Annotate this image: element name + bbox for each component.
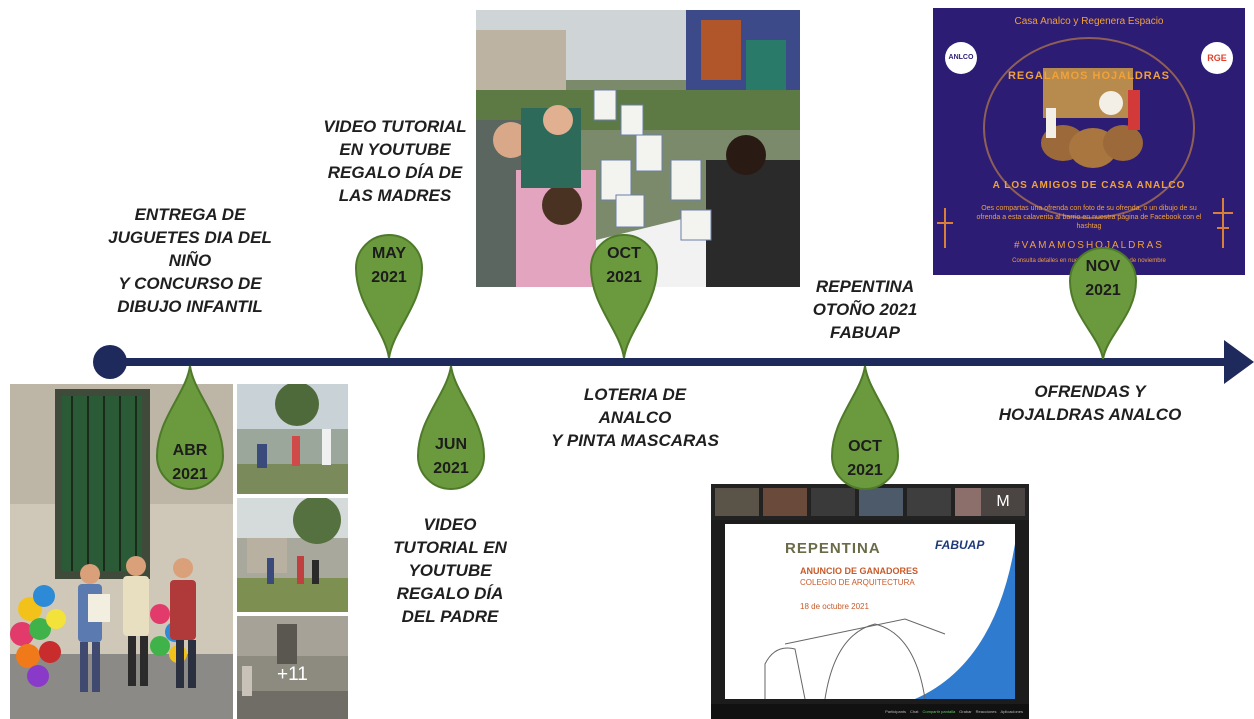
event-text-oct1: LOTERIA DE ANALCO Y PINTA MASCARAS (551, 385, 719, 450)
photo-children-thumb-3[interactable]: +11 (237, 616, 348, 719)
more-photos-count: +11 (277, 664, 308, 685)
zoom-share-button[interactable]: Compartir pantalla (922, 709, 956, 714)
poster-hashtag: #VAMAMOSHOJALDRAS (1014, 240, 1164, 251)
zoom-shared-slide: REPENTINA FABUAP ANUNCIO DE GANADORES CO… (725, 524, 1015, 699)
pin-oct2-month: OCT (848, 438, 882, 455)
poster-title-line1: REGALAMOS HOJALDRAS (1007, 70, 1170, 82)
poster-top-line: Casa Analco y Regenera Espacio (1014, 16, 1164, 27)
event-text-jun: VIDEO TUTORIAL EN YOUTUBE REGALO DÍA DEL… (393, 515, 507, 626)
poster-title-line2: A LOS AMIGOS DE CASA ANALCO (992, 180, 1186, 191)
pin-jun: JUN 2021 (416, 364, 486, 494)
poster-ofrenda-graphic (937, 37, 1233, 248)
pin-nov: NOV 2021 (1068, 243, 1138, 361)
event-text-oct2: REPENTINA OTOÑO 2021 FABUAP (812, 277, 918, 342)
zoom-slide-brand: FABUAP (935, 538, 985, 552)
zoom-slide-title: REPENTINA (785, 540, 881, 557)
zoom-chat-button[interactable]: Chat (910, 709, 919, 714)
pin-may-year: 2021 (371, 269, 407, 286)
poster-logo-left: ANLCO (945, 42, 977, 74)
poster-body: Oes compartas una ofrenda con foto de su… (976, 205, 1202, 230)
zoom-slide-line2: COLEGIO DE ARQUITECTURA (800, 578, 915, 587)
photo-children-thumb-1 (237, 384, 348, 494)
pin-abr: ABR 2021 (155, 364, 225, 494)
zoom-participants-button[interactable]: Participants (885, 709, 907, 714)
zoom-slide-date: 18 de octubre 2021 (800, 602, 869, 611)
pin-oct1-year: 2021 (606, 269, 642, 286)
pin-oct2: OCT 2021 (830, 364, 900, 494)
pin-jun-year: 2021 (433, 460, 469, 477)
zoom-slide-line1: ANUNCIO DE GANADORES (800, 566, 919, 576)
poster-hojaldras: Casa Analco y Regenera Espacio ANLCO RGE… (933, 8, 1245, 275)
zoom-reactions-button[interactable]: Reacciones (975, 709, 997, 714)
timeline-arrowhead (1224, 340, 1254, 384)
pin-oct1: OCT 2021 (589, 230, 659, 360)
event-text-abr: ENTREGA DE JUGUETES DIA DEL NIÑO Y CONCU… (108, 205, 272, 316)
photo-loteria (476, 10, 800, 287)
pin-oct1-month: OCT (607, 245, 641, 262)
pin-nov-year: 2021 (1085, 282, 1121, 299)
poster-logo-right: RGE (1201, 42, 1233, 74)
pin-nov-month: NOV (1085, 258, 1121, 275)
pin-abr-year: 2021 (172, 466, 208, 483)
event-text-may: VIDEO TUTORIAL EN YOUTUBE REGALO DÍA DE … (323, 117, 467, 205)
zoom-record-button[interactable]: Grabar (959, 709, 972, 714)
pin-may: MAY 2021 (354, 230, 424, 360)
zoom-participant-strip: M (711, 484, 1029, 520)
event-text-nov: OFRENDAS Y HOJALDRAS ANALCO (998, 382, 1182, 424)
photo-children-thumb-2 (237, 498, 348, 612)
zoom-apps-button[interactable]: Aplicaciones (1000, 709, 1023, 714)
timeline-line (110, 358, 1228, 366)
pin-jun-month: JUN (434, 436, 467, 453)
zoom-toolbar: Participants Chat Compartir pantalla Gra… (711, 704, 1029, 719)
pin-may-month: MAY (371, 245, 407, 262)
pin-oct2-year: 2021 (847, 462, 883, 479)
zoom-screenshot: M REPENTINA FABUAP ANUNCIO DE GANADORES … (711, 484, 1029, 719)
zoom-tile-m: M (981, 488, 1025, 516)
pin-abr-month: ABR (172, 442, 208, 459)
